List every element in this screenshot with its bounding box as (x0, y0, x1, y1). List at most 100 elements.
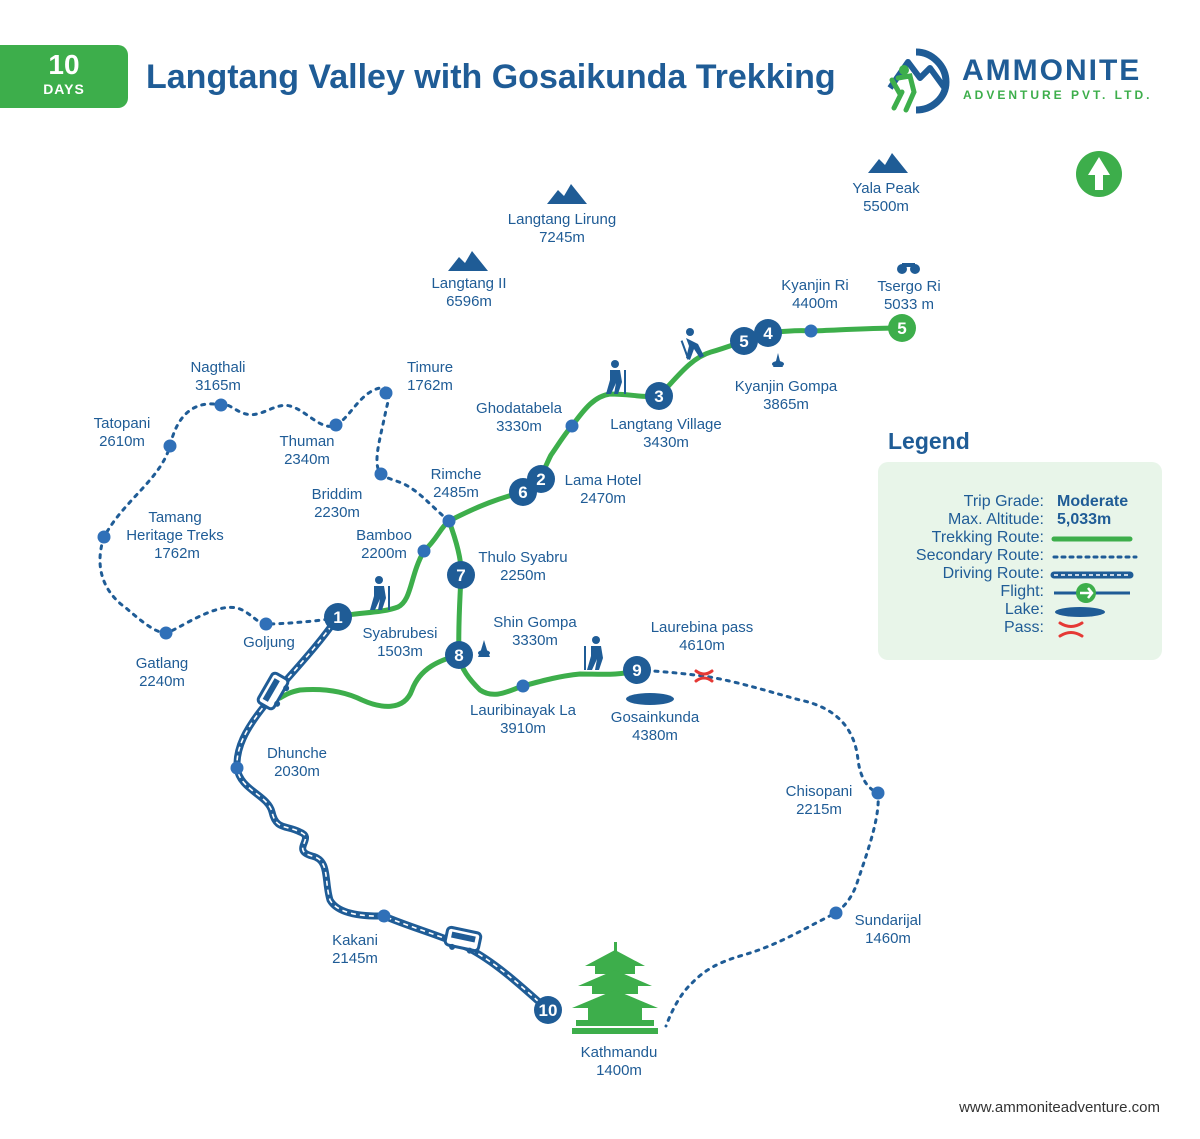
place-name: 1762m (154, 545, 200, 562)
place-name: Kathmandu (581, 1044, 658, 1061)
stop-marker-5: 5 (888, 314, 916, 342)
legend-driving-label: Driving Route: (942, 565, 1044, 582)
stop-number: 7 (456, 566, 465, 585)
place-name: Langtang II (431, 275, 506, 292)
legend-secondary-label: Secondary Route: (915, 547, 1044, 564)
place-label: Goljung (243, 634, 295, 651)
ammonite-logo-icon (887, 48, 950, 114)
place-altitude: 3430m (643, 434, 689, 451)
place-altitude: 2470m (580, 490, 626, 507)
bus-icon (256, 671, 290, 711)
brand-subtitle: ADVENTURE PVT. LTD. (963, 88, 1153, 102)
stop-number: 2 (536, 470, 545, 489)
stop-number: 9 (632, 661, 641, 680)
place-name: Nagthali (190, 359, 245, 376)
stop-marker-9: 9 (623, 656, 651, 684)
mountain-icon (448, 251, 488, 271)
place-altitude: 3910m (500, 720, 546, 737)
place-name: Shin Gompa (493, 614, 577, 631)
stop-marker-6: 6 (509, 478, 537, 506)
legend-trip-grade-value: Moderate (1057, 493, 1129, 510)
place-altitude: 2230m (314, 504, 360, 521)
place-altitude: 2340m (284, 451, 330, 468)
website-link[interactable]: www.ammoniteadventure.com (959, 1099, 1160, 1116)
place-altitude: 2200m (361, 545, 407, 562)
place-altitude: 4380m (632, 727, 678, 744)
place-altitude: 2250m (500, 567, 546, 584)
place-name: Chisopani (786, 783, 853, 800)
place-altitude: 2030m (274, 763, 320, 780)
place-name: Thulo Syabru (478, 549, 567, 566)
pass-icon (694, 669, 714, 683)
airplane-icon (1076, 583, 1096, 603)
place-name: Tsergo Ri (877, 278, 940, 295)
place-name: Lauribinayak La (470, 702, 577, 719)
bus-icon (443, 925, 483, 954)
stupa-icon (478, 640, 490, 657)
place-altitude: 3330m (496, 418, 542, 435)
stupa-icon (772, 353, 784, 367)
legend-panel: Trip Grade: Moderate Max. Altitude: 5,03… (878, 462, 1162, 660)
hiker-icon (680, 328, 704, 360)
legend-lake-label: Lake: (1004, 601, 1044, 618)
temple-icon (572, 942, 658, 1034)
place-name: Gatlang (136, 655, 189, 672)
mountain-icon (868, 153, 908, 173)
place-altitude: 2240m (139, 673, 185, 690)
stop-number: 5 (897, 319, 906, 338)
stop-number: 4 (763, 324, 773, 343)
stop-marker-3: 3 (645, 382, 673, 410)
place-name: Kyanjin Gompa (735, 378, 838, 395)
legend-lake-swatch (1055, 607, 1105, 617)
place-label: 1762m (154, 545, 200, 562)
place-altitude: 5500m (863, 198, 909, 215)
place-name: Thuman (279, 433, 334, 450)
place-altitude: 1503m (377, 643, 423, 660)
days-label: DAYS (43, 81, 85, 97)
brand-name: AMMONITE (962, 54, 1142, 87)
place-name: Goljung (243, 634, 295, 651)
legend-flight-label: Flight: (1000, 583, 1044, 600)
days-badge: 10 DAYS (0, 45, 128, 108)
place-altitude: 7245m (539, 229, 585, 246)
stop-marker-5: 5 (730, 327, 758, 355)
lake-icon (626, 693, 674, 705)
place-name: Sundarijal (855, 912, 922, 929)
place-altitude: 3330m (512, 632, 558, 649)
place-name: Kyanjin Ri (781, 277, 849, 294)
place-altitude: 2610m (99, 433, 145, 450)
legend-trekking-label: Trekking Route: (931, 529, 1044, 546)
stop-number: 8 (454, 646, 463, 665)
route-dots (97, 324, 885, 923)
legend-title: Legend (888, 428, 970, 454)
place-name: Tatopani (94, 415, 151, 432)
stop-number: 10 (539, 1001, 558, 1020)
legend-max-altitude-value: 5,033m (1057, 511, 1112, 528)
legend-pass-label: Pass: (1003, 619, 1044, 636)
hiker-icon (584, 636, 603, 670)
binoculars-icon (897, 263, 920, 274)
stop-marker-1: 1 (324, 603, 352, 631)
place-name: Dhunche (267, 745, 327, 762)
legend-trip-grade-label: Trip Grade: (963, 493, 1044, 510)
page-title: Langtang Valley with Gosaikunda Trekking (146, 58, 836, 96)
days-number: 10 (48, 49, 80, 80)
place-name: Syabrubesi (362, 625, 437, 642)
